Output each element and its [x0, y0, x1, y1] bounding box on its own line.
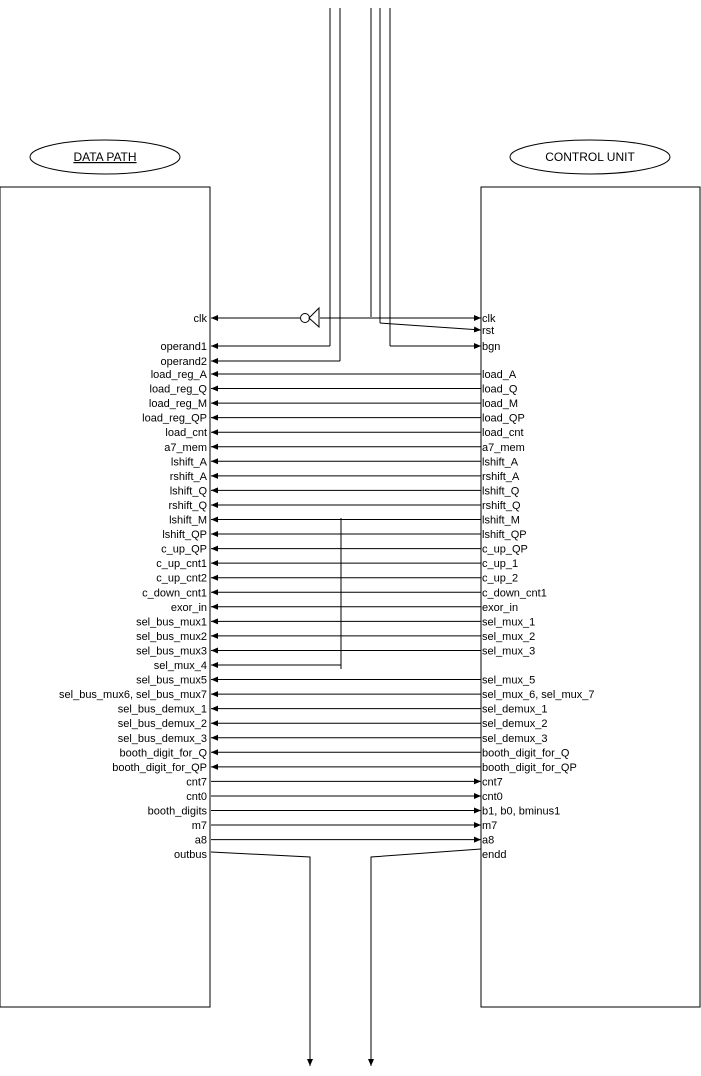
- cu-port-sel-bus-mux1: sel_mux_1: [482, 616, 535, 628]
- dp-port-load-reg-q: load_reg_Q: [150, 384, 208, 396]
- cu-port-booth-digits: b1, b0, bminus1: [482, 806, 560, 818]
- cu-port-sel-bus-demux-1: sel_demux_1: [482, 704, 547, 716]
- dp-port-sel-bus-demux-1: sel_bus_demux_1: [118, 704, 207, 716]
- cu-port-c-down-cnt1: c_down_cnt1: [482, 587, 547, 599]
- dp-port-c-down-cnt1: c_down_cnt1: [142, 587, 207, 599]
- dp-port-c-up-qp: c_up_QP: [161, 544, 207, 556]
- cu-port-load-cnt: load_cnt: [482, 427, 524, 439]
- dp-port-sel-bus-demux-2: sel_bus_demux_2: [118, 718, 207, 730]
- cu-port-cnt0: cnt0: [482, 791, 503, 803]
- cu-port-lshift-m: lshift_M: [482, 515, 520, 527]
- dp-port-cnt7: cnt7: [186, 776, 207, 788]
- dp-port-sel-bus-demux-3: sel_bus_demux_3: [118, 733, 207, 745]
- cu-port-rst: rst: [482, 325, 494, 337]
- dp-port-booth-digit-for-qp: booth_digit_for_QP: [112, 762, 207, 774]
- dp-port-lshift-a: lshift_A: [171, 456, 208, 468]
- outbus-output-wire: [210, 851, 313, 1066]
- cu-port-m7: m7: [482, 820, 497, 832]
- dp-port-clk: clk: [194, 313, 208, 325]
- cu-port-bgn: bgn: [482, 341, 500, 353]
- cu-port-load-reg-m: load_M: [482, 398, 518, 410]
- cu-port-lshift-q: lshift_Q: [482, 485, 520, 497]
- output-wires: [210, 848, 482, 1066]
- dp-port-load-reg-qp: load_reg_QP: [142, 413, 207, 425]
- cu-port-sel-bus-mux5: sel_mux_5: [482, 675, 535, 687]
- inverter-triangle: [308, 306, 320, 329]
- cu-port-sel-bus-demux-2: sel_demux_2: [482, 718, 547, 730]
- dp-port-c-up-cnt2: c_up_cnt2: [156, 573, 207, 585]
- datapath-block: [0, 186, 211, 1008]
- cu-port-rshift-q: rshift_Q: [482, 500, 521, 512]
- cu-port-clk: clk: [482, 313, 496, 325]
- dp-port-sel-bus-mux3: sel_bus_mux3: [136, 645, 207, 657]
- wire-rst: [379, 322, 482, 333]
- dp-port-sel-bus-mux2: sel_bus_mux2: [136, 631, 207, 643]
- dp-port-outbus: outbus: [174, 849, 208, 861]
- cu-port-load-reg-qp: load_QP: [482, 413, 525, 425]
- dp-port-lshift-q: lshift_Q: [170, 485, 208, 497]
- datapath-title: DATA PATH: [73, 150, 136, 164]
- cu-port-sel-bus-mux3: sel_mux_3: [482, 645, 535, 657]
- external-input-wires: [329, 8, 391, 361]
- dp-port-sel-bus-mux5: sel_bus_mux5: [136, 675, 207, 687]
- cu-port-lshift-qp: lshift_QP: [482, 529, 527, 541]
- dp-port-lshift-qp: lshift_QP: [162, 529, 207, 541]
- cu-port-exor-in: exor_in: [482, 602, 518, 614]
- cu-port-sel-bus-mux2: sel_mux_2: [482, 631, 535, 643]
- cu-port-c-up-qp: c_up_QP: [482, 544, 528, 556]
- cu-port-c-up-cnt2: c_up_2: [482, 573, 518, 585]
- cu-port-lshift-a: lshift_A: [482, 456, 519, 468]
- dp-port-exor-in: exor_in: [171, 602, 207, 614]
- cu-port-booth-digit-for-qp: booth_digit_for_QP: [482, 762, 577, 774]
- cu-port-rshift-a: rshift_A: [482, 471, 520, 483]
- dp-port-booth-digits: booth_digits: [148, 806, 208, 818]
- dp-port-a8: a8: [195, 835, 207, 847]
- inverter-bubble: [300, 313, 310, 323]
- dp-port-c-up-cnt1: c_up_cnt1: [156, 558, 207, 570]
- cu-port-cnt7: cnt7: [482, 776, 503, 788]
- dp-port-load-reg-a: load_reg_A: [151, 369, 208, 381]
- dp-port-sel-bus-mux6-sel-bus-mux7: sel_bus_mux6, sel_bus_mux7: [59, 689, 207, 701]
- dp-port-operand2: operand2: [161, 356, 208, 368]
- cu-port-booth-digit-for-q: booth_digit_for_Q: [482, 747, 570, 759]
- cu-port-outbus: endd: [482, 849, 506, 861]
- cu-port-c-up-cnt1: c_up_1: [482, 558, 518, 570]
- dp-port-sel-bus-mux1: sel_bus_mux1: [136, 616, 207, 628]
- dp-port-sel-mux-4: sel_mux_4: [154, 660, 207, 672]
- control-unit-ellipse: [509, 139, 671, 175]
- cu-port-sel-bus-demux-3: sel_demux_3: [482, 733, 547, 745]
- control-unit-block: [480, 186, 701, 1008]
- dp-port-load-cnt: load_cnt: [165, 427, 207, 439]
- control-unit-title: CONTROL UNIT: [545, 150, 635, 164]
- cu-port-a8: a8: [482, 835, 494, 847]
- dp-port-booth-digit-for-q: booth_digit_for_Q: [120, 747, 208, 759]
- dp-port-a7-mem: a7_mem: [164, 442, 207, 454]
- dp-port-operand1: operand1: [161, 341, 208, 353]
- cu-port-load-reg-q: load_Q: [482, 384, 518, 396]
- dp-port-lshift-m: lshift_M: [169, 515, 207, 527]
- cu-port-a7-mem: a7_mem: [482, 442, 525, 454]
- cu-port-load-reg-a: load_A: [482, 369, 517, 381]
- dp-port-cnt0: cnt0: [186, 791, 207, 803]
- dp-port-rshift-q: rshift_Q: [168, 500, 207, 512]
- endd-output-wire: [368, 848, 482, 1066]
- dp-port-m7: m7: [192, 820, 207, 832]
- cu-port-sel-bus-mux6-sel-bus-mux7: sel_mux_6, sel_mux_7: [482, 689, 595, 701]
- clock-inverter: [300, 306, 320, 329]
- dp-port-rshift-a: rshift_A: [170, 471, 208, 483]
- datapath-ellipse: [29, 139, 181, 175]
- dp-port-load-reg-m: load_reg_M: [149, 398, 207, 410]
